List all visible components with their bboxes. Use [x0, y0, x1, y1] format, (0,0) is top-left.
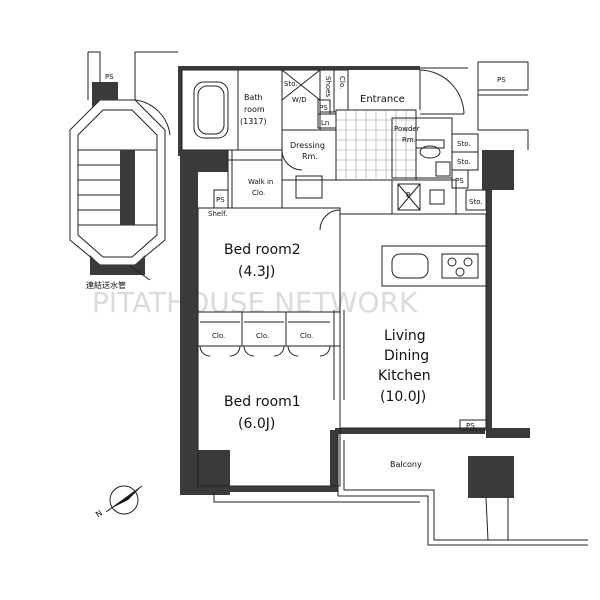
ldk-label-line2: Dining	[384, 348, 429, 364]
ps-label-top-right: PS	[497, 76, 506, 84]
shoes-label-line2: Clo.	[338, 76, 346, 89]
ldk-label-line1: Living	[384, 328, 426, 344]
bed2-name-label: Bed room2	[224, 242, 301, 258]
powder-label-line2: Rm.	[402, 136, 416, 144]
clo-label-3: Clo.	[300, 332, 313, 340]
ldk-size-label: (10.0J)	[380, 389, 426, 405]
shoes-label-line1: Shoes	[324, 76, 332, 97]
entrance-label: Entrance	[360, 94, 405, 105]
sto-label-2: Sto.	[457, 158, 471, 166]
staircase	[69, 51, 178, 275]
shelf-label: Shelf.	[208, 210, 227, 218]
powder-label-line1: Powder	[394, 125, 420, 133]
clo-label-2: Clo.	[256, 332, 269, 340]
dressing-label-line2: Rm.	[302, 152, 318, 161]
b-label: B	[406, 191, 411, 199]
ps-label-walkin: PS	[216, 196, 225, 204]
bed2-size-label: (4.3J)	[238, 264, 275, 280]
ps-label-wd: PS	[319, 104, 328, 112]
walkin-label-line2: Clo.	[252, 189, 265, 197]
bed1-size-label: (6.0J)	[238, 416, 275, 432]
clo-label-1: Clo.	[212, 332, 225, 340]
sto-column-right	[451, 133, 487, 211]
ps-label-ldk: PS	[466, 422, 475, 430]
north-compass	[105, 485, 143, 515]
sto-label-3: Sto.	[469, 198, 483, 206]
outer-walls	[178, 66, 530, 498]
powder-room	[391, 117, 453, 179]
ldk-label-line3: Kitchen	[378, 368, 431, 384]
watermark-text: PITATHOUSE NETWORK	[92, 286, 418, 319]
compass-north-label: N	[94, 508, 104, 519]
bed1-name-label: Bed room1	[224, 394, 301, 410]
bath-label-line2: room	[244, 105, 265, 114]
balcony	[213, 434, 588, 546]
ln-label: Ln	[321, 119, 329, 127]
sto-label-1: Sto.	[457, 140, 471, 148]
closets-row	[197, 311, 341, 357]
shoes-closet	[319, 69, 349, 113]
ps-box-top-right	[477, 61, 529, 150]
dressing-label-line1: Dressing	[290, 141, 325, 150]
ps-label-stair: PS	[105, 73, 114, 81]
wd-label: W/D	[292, 96, 307, 104]
walkin-label-line1: Walk in	[248, 178, 273, 186]
bathroom	[181, 69, 283, 151]
sto-label-wd: Sto.	[284, 80, 298, 88]
bath-size-label: (1317)	[240, 117, 267, 126]
bath-label-line1: Bath	[244, 93, 263, 102]
ps-label-right: PS	[455, 177, 464, 185]
ldk	[333, 213, 487, 431]
standpipe-label: 連結送水管	[86, 280, 126, 290]
balcony-label: Balcony	[390, 460, 422, 469]
hall-b-area	[391, 179, 457, 215]
